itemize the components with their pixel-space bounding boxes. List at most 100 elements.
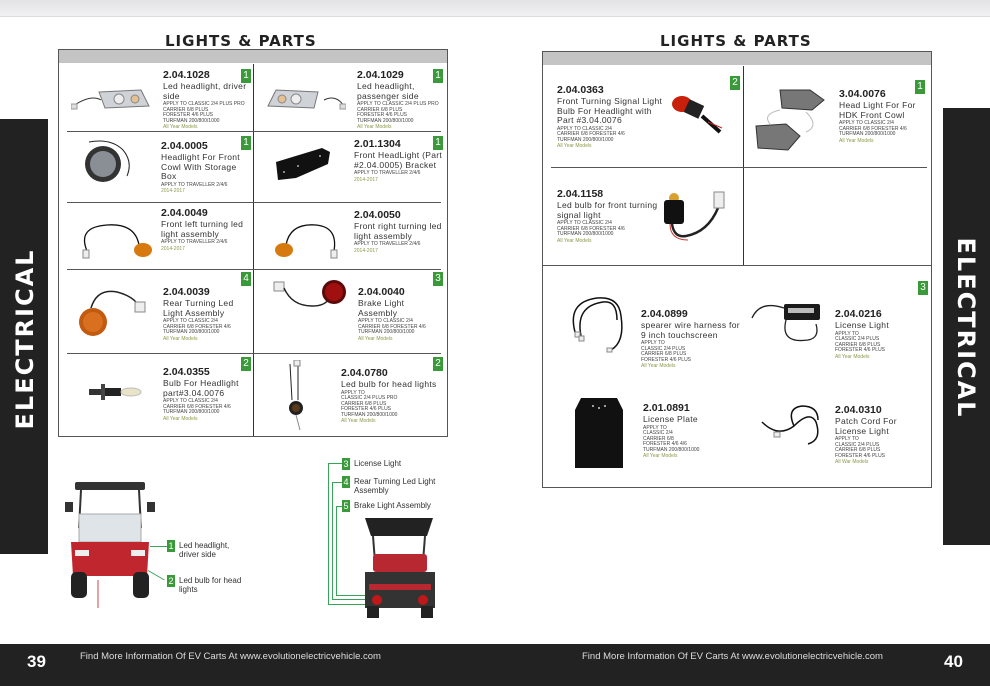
left-section-tab: ELECTRICAL (0, 119, 48, 554)
part-card[interactable]: 2.04.0049 Front left turning led light a… (59, 203, 253, 269)
part-years: 2014-2017 (354, 247, 378, 254)
part-card[interactable]: 2.04.0050 Front right turning led light … (254, 203, 448, 269)
legend-label: Brake Light Assembly (354, 501, 431, 510)
callout-line (336, 506, 342, 507)
position-badge: 2 (433, 357, 443, 371)
part-name: Led headlight, passenger side (357, 81, 419, 101)
legend-badge: 4 (342, 476, 350, 488)
part-code: 2.01.0891 (643, 402, 690, 414)
part-card[interactable]: 1 2.04.1029 Led headlight, passenger sid… (254, 64, 448, 131)
right-footer-info: Find More Information Of EV Carts At www… (582, 651, 883, 662)
part-card[interactable]: 3 2.04.0040 Brake Light Assembly APPLY T… (254, 270, 448, 353)
part-apply-2: TURFMAN 200/800/1000 (557, 231, 614, 238)
left-section-label: ELECTRICAL (11, 248, 39, 430)
part-card[interactable]: 2.04.1158 Led bulb for front turning sig… (543, 168, 743, 265)
turn-signal-image-icon (82, 224, 152, 259)
right-section-tab: ELECTRICAL (943, 108, 990, 545)
brake-light-image-icon (273, 280, 346, 307)
part-apply-1: CLASSIC 2/4 PLUS (835, 336, 880, 343)
part-name: Led bulb for front turning signal light (557, 200, 658, 220)
part-apply-0: APPLY TO CLASSIC 2/4 (358, 318, 413, 324)
part-card[interactable]: 1 2.01.1304 Front HeadLight (Part #2.04.… (254, 132, 448, 202)
part-apply-3: FORESTER 4/6 PLUS (641, 356, 692, 363)
part-card[interactable]: 2.01.0891 License Plate APPLY TO CLASSIC… (543, 378, 743, 486)
position-badge: 1 (241, 136, 251, 150)
front-legend-item: 1 Led headlight, driver side (167, 540, 257, 559)
part-apply-2: FORESTER 4/6 PLUS (357, 112, 408, 119)
part-code: 2.04.1028 (163, 69, 210, 81)
part-years: All Year Models (357, 124, 392, 131)
part-code: 2.04.0039 (163, 286, 210, 298)
legend-label: Led headlight, driver side (179, 541, 230, 559)
part-apply-2: CARRIER 6/8 PLUS (835, 341, 881, 348)
callout-line (336, 595, 379, 596)
row-divider (543, 265, 931, 266)
callout-line (328, 463, 342, 464)
part-name: Brake Light Assembly (358, 298, 405, 318)
part-code: 2.04.0049 (161, 207, 208, 219)
part-apply-0: APPLY TO (641, 340, 665, 346)
part-card[interactable]: 2.04.0216 License Light APPLY TO CLASSIC… (744, 278, 931, 378)
position-badge: 2 (241, 357, 251, 371)
part-apply-0: APPLY TO (835, 436, 859, 442)
position-badge: 2 (730, 76, 740, 90)
license-light-image-icon (751, 304, 820, 342)
part-apply-2: CARRIER 6/8 PLUS (341, 400, 387, 407)
row-divider (67, 202, 441, 203)
panel-header-bar (543, 52, 931, 65)
left-page-title: LIGHTS & PARTS (165, 32, 317, 50)
legend-label: Led bulb for head lights (179, 576, 242, 594)
row-divider (67, 131, 441, 132)
callout-line (332, 482, 342, 483)
part-code: 2.04.0310 (835, 404, 882, 416)
part-card[interactable]: 1 3.04.0076 Head Light For For HDK Front… (744, 66, 931, 167)
part-card[interactable]: 2.04.0899 spearer wire harness for 9 inc… (543, 278, 743, 378)
legend-badge: 1 (167, 540, 175, 552)
part-apply-0: APPLY TO (643, 424, 667, 431)
row-divider (67, 353, 441, 354)
part-code: 2.04.0005 (161, 140, 208, 152)
part-apply-0: APPLY TO CLASSIC 2/4 (163, 398, 218, 404)
part-card[interactable]: 2.04.0310 Patch Cord For License Light A… (744, 378, 931, 486)
part-apply-3: FORESTER 4/6 4/6 (643, 441, 687, 448)
part-code: 2.01.1304 (354, 138, 401, 150)
part-apply-1: CARRIER 6/8 FORESTER 4/6 (358, 323, 426, 330)
part-apply-1: CLASSIC 2/4 (643, 430, 673, 437)
part-years: All Year Models (341, 418, 376, 425)
part-card[interactable]: 1 2.04.0005 Headlight For Front Cowl Wit… (59, 132, 253, 202)
part-apply-2: TURFMAN 200/800/1000 (557, 136, 614, 143)
row-divider (551, 167, 927, 168)
part-card[interactable]: 2 2.04.0780 Led bulb for head lights APP… (254, 354, 448, 436)
right-section-label: ELECTRICAL (952, 237, 980, 419)
legend-badge: 2 (167, 575, 175, 587)
part-apply-3: FORESTER 4/6 PLUS (835, 452, 886, 459)
part-years: All Year Models (643, 453, 678, 460)
part-card[interactable]: 4 2.04.0039 Rear Turning Led Light Assem… (59, 270, 253, 353)
position-badge: 1 (915, 80, 925, 94)
part-apply-0: APPLY TO Traveller 2/4/6 (354, 170, 421, 176)
part-apply-0: APPLY TO CLASSIC 2/4 (839, 120, 894, 126)
part-years: All Year Models (163, 415, 198, 422)
part-name: License Plate (643, 414, 698, 424)
left-page-number: 39 (27, 652, 46, 671)
right-page-number: 40 (944, 652, 963, 671)
empty-cell (744, 168, 931, 265)
callout-line (328, 463, 329, 605)
part-card[interactable]: 2 2.04.0363 Front Turning Signal Light B… (543, 66, 743, 167)
part-apply-0: APPLY TO (835, 330, 859, 337)
column-divider (743, 66, 744, 266)
part-years: All Year Models (163, 335, 198, 342)
part-name: Led bulb for head lights (341, 379, 437, 389)
part-apply-2: TURFMAN 200/800/1000 (839, 131, 896, 138)
part-apply-1: CARRIER 6/8 FORESTER 4/6 (557, 131, 625, 138)
part-apply-4: TURFMAN 200/800/1000 (643, 446, 700, 453)
part-apply-1: CARRIER 6/8 FORESTER 4/6 (163, 403, 231, 410)
rear-light-image-icon (79, 290, 146, 336)
headlight-image-icon (71, 89, 150, 110)
front-legend-item: 2 Led bulb for head lights (167, 575, 257, 594)
part-apply-0: APPLY TO CLASSIC 2/4 (557, 125, 612, 132)
rear-cart-image-icon (365, 518, 435, 618)
part-card[interactable]: 1 2.04.1028 Led headlight, driver side A… (59, 64, 253, 131)
part-card[interactable]: 2 2.04.0355 Bulb For Headlight part#3.04… (59, 354, 253, 436)
